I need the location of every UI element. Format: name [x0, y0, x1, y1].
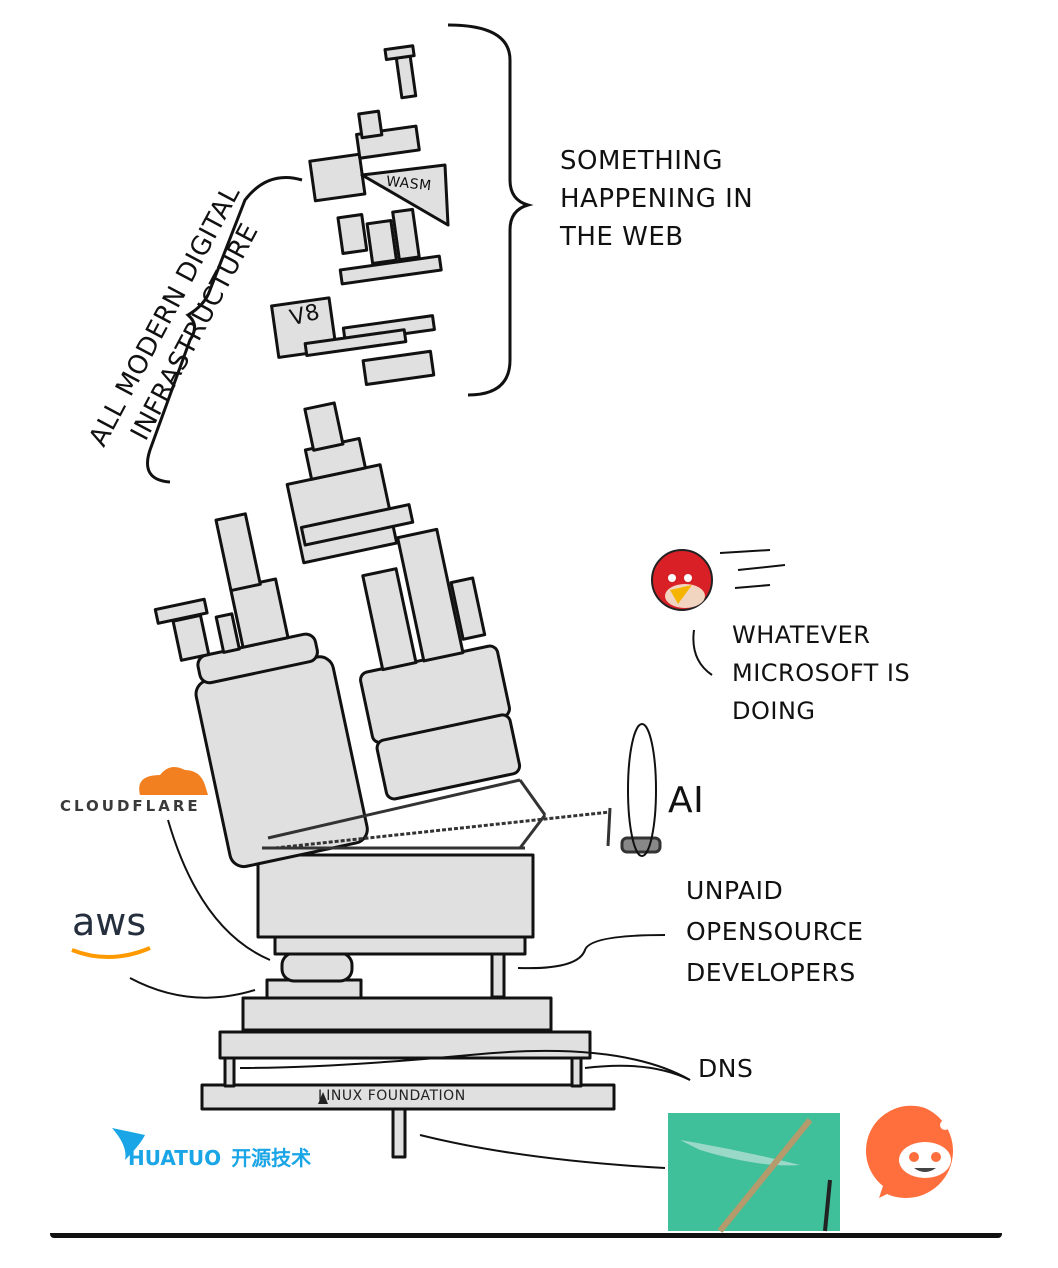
- unpaid-label-line1: UNPAID: [686, 876, 784, 905]
- ai-label: AI: [668, 780, 705, 821]
- tux-penguin-icon: [318, 1092, 328, 1104]
- unpaid-label-line3: DEVELOPERS: [686, 958, 856, 987]
- microsoft-label-line3: DOING: [732, 697, 816, 725]
- unpaid-label-line2: OPENSOURCE: [686, 917, 864, 946]
- base-leg-left: [223, 1056, 236, 1088]
- infrastructure-label-line1: ALL MODERN DIGITAL: [83, 180, 247, 452]
- huatuo-watermark: HUATUO 开源技术: [128, 1142, 311, 1171]
- unpaid-dev-stick: [490, 951, 506, 999]
- shark-cable-photo: [668, 1113, 840, 1233]
- microsoft-label-line2: MICROSOFT IS: [732, 659, 911, 687]
- base-leg-right: [570, 1056, 583, 1088]
- linux-foundation-base: [200, 1083, 616, 1111]
- main-base-block: [256, 853, 535, 939]
- huatuo-logo-icon: [112, 1128, 145, 1160]
- infrastructure-label: ALL MODERN DIGITAL INFRASTRUCTURE: [40, 140, 300, 452]
- web-label-line1: SOMETHING: [560, 146, 724, 176]
- crank-rotation-arrow: [627, 723, 657, 857]
- cloudflare-block: [280, 951, 354, 983]
- aws-block: [265, 978, 363, 1000]
- web-label-line2: HAPPENING IN: [560, 184, 754, 214]
- cloudflare-wordmark: CLOUDFLARE: [60, 797, 201, 815]
- web-brace: [447, 23, 534, 397]
- base-platform-2: [218, 1030, 592, 1060]
- aws-smile-icon: [71, 946, 151, 959]
- microsoft-label-line1: WHATEVER: [732, 621, 871, 649]
- web-label: SOMETHING HAPPENING IN THE WEB: [560, 142, 753, 256]
- infrastructure-brace: [146, 176, 303, 484]
- big-left-block: [194, 655, 369, 869]
- wasm-wedge: [360, 163, 450, 227]
- linux-foundation-label: LINUX FOUNDATION: [318, 1088, 466, 1104]
- crank-handle[interactable]: [620, 836, 662, 854]
- unpaid-devs-label: UNPAID OPENSOURCE DEVELOPERS: [686, 870, 863, 993]
- dns-label: DNS: [698, 1054, 754, 1083]
- frame-bottom-border: [50, 1233, 1002, 1238]
- reddit-icon: [865, 1105, 954, 1199]
- bottom-stick: [391, 1107, 407, 1159]
- microsoft-label: WHATEVER MICROSOFT IS DOING: [732, 616, 910, 730]
- huatuo-subtitle: 开源技术: [231, 1146, 312, 1170]
- huatuo-name: HUATUO: [128, 1146, 222, 1170]
- cloudflare-logo-icon: [139, 766, 208, 795]
- web-label-line3: THE WEB: [560, 222, 684, 252]
- aws-wordmark: aws: [72, 900, 147, 944]
- angry-bird-icon: [651, 549, 713, 611]
- base-platform-3: [241, 996, 553, 1032]
